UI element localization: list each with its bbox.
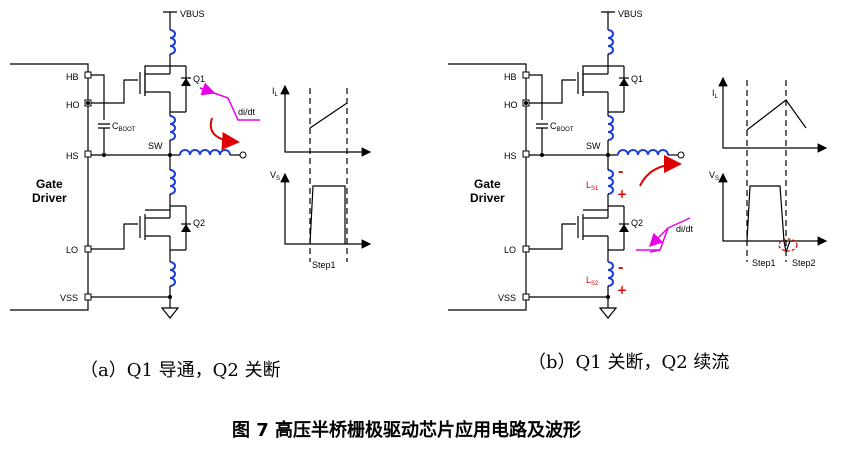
vs-pulse-b xyxy=(746,185,791,255)
q2-label-a: Q2 xyxy=(193,218,205,228)
panel-a-circuit xyxy=(10,11,260,319)
caption-b: （b）Q1 关断，Q2 续流 xyxy=(528,352,729,373)
coil-bottom-a xyxy=(169,261,176,287)
ls1-label: LS1 xyxy=(586,180,599,192)
step2-label-b: Step2 xyxy=(792,258,816,268)
ls2-minus: - xyxy=(618,261,623,276)
panel-b-circuit xyxy=(448,11,691,319)
pin-lo-label-a: LO xyxy=(66,245,78,255)
il-ramp-a xyxy=(309,102,348,129)
didt-label-b: di/dt xyxy=(676,224,694,234)
ls1-minus: - xyxy=(618,165,623,180)
il-label-a: IL xyxy=(272,86,279,98)
driver-label-b-2: Driver xyxy=(470,191,505,205)
ls2-label: LS2 xyxy=(586,275,599,287)
sw-label-b: SW xyxy=(586,141,601,151)
pin-vss-label-a: VSS xyxy=(60,293,78,303)
pin-hs-label-a: HS xyxy=(66,151,79,161)
il-label-b: IL xyxy=(712,88,719,100)
driver-label-b-1: Gate xyxy=(474,177,501,191)
step1-label-a: Step1 xyxy=(312,260,336,270)
didt-label-a: di/dt xyxy=(238,107,256,117)
pin-ho-label-a: HO xyxy=(66,100,80,110)
pin-hs-label-b: HS xyxy=(504,151,517,161)
pin-hb-label-b: HB xyxy=(504,72,517,82)
coil-low-a xyxy=(169,169,176,195)
ground-a xyxy=(160,307,180,319)
pin-lo xyxy=(84,245,92,253)
ls2-plus: + xyxy=(617,283,627,297)
gate-driver-box xyxy=(10,63,89,311)
cboot-label-b: CBOOT xyxy=(550,121,574,133)
vbus-rail xyxy=(163,11,177,30)
panel-a-waveforms xyxy=(280,84,372,262)
ringing-circle xyxy=(778,238,798,252)
step1-label-b: Step1 xyxy=(752,258,776,268)
vs-pulse-a xyxy=(309,185,346,245)
q2-diode xyxy=(181,224,191,232)
q1-label-b: Q1 xyxy=(631,74,643,84)
il-triangle-b xyxy=(746,99,807,131)
vs-label-a: VS xyxy=(270,170,280,182)
caption-a: （a）Q1 导通，Q2 关断 xyxy=(80,360,281,381)
q2-mosfet xyxy=(139,210,171,262)
cboot-label-a: CBOOT xyxy=(112,121,136,133)
ls1-plus: + xyxy=(617,187,627,201)
q1-mosfet xyxy=(139,66,171,112)
driver-label-a-1: Gate xyxy=(36,177,63,191)
pin-vss-label-b: VSS xyxy=(498,293,516,303)
output-inductor-a xyxy=(179,149,231,156)
coil-top xyxy=(169,29,176,55)
pin-ho-label-b: HO xyxy=(504,100,518,110)
pin-vss xyxy=(84,293,92,301)
driver-label-a-2: Driver xyxy=(32,191,67,205)
vbus-label-a: VBUS xyxy=(180,9,205,19)
q1-label-a: Q1 xyxy=(193,74,205,84)
current-arrow-b xyxy=(639,155,682,187)
didt-trace-b xyxy=(636,217,691,251)
pin-hb xyxy=(84,71,92,79)
cboot-cap xyxy=(98,123,110,129)
q2-label-b: Q2 xyxy=(631,218,643,228)
q1-diode xyxy=(181,78,191,86)
panel-b-waveforms xyxy=(718,76,828,262)
current-arrow-a xyxy=(209,117,240,151)
sw-label-a: SW xyxy=(148,141,163,151)
coil-mid-a xyxy=(169,115,176,141)
output-node-a xyxy=(239,151,247,159)
vs-label-b: VS xyxy=(709,170,719,182)
pin-lo-label-b: LO xyxy=(504,245,516,255)
vbus-label-b: VBUS xyxy=(618,9,643,19)
pin-hs xyxy=(84,150,92,158)
pin-hb-label-a: HB xyxy=(66,72,79,82)
gate-driver-box-b xyxy=(448,63,527,311)
figure-title: 图 7 高压半桥栅极驱动芯片应用电路及波形 xyxy=(232,419,581,441)
